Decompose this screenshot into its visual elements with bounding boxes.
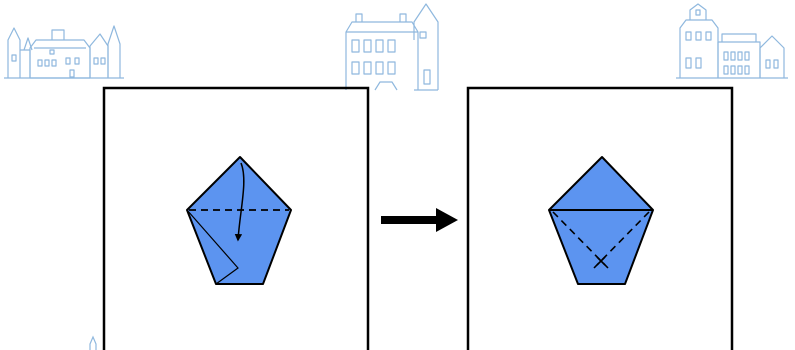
step-1-panel [104,88,368,350]
step-1-paper [187,157,291,284]
castle-icon-top-right [676,4,788,78]
step-2-panel [468,88,732,350]
castle-icon-top-center [346,4,438,90]
castle-icon-top-left [4,26,124,78]
step-2-paper [549,157,653,284]
castle-icon-bottom-left [90,337,96,350]
right-arrow-icon [381,208,458,232]
